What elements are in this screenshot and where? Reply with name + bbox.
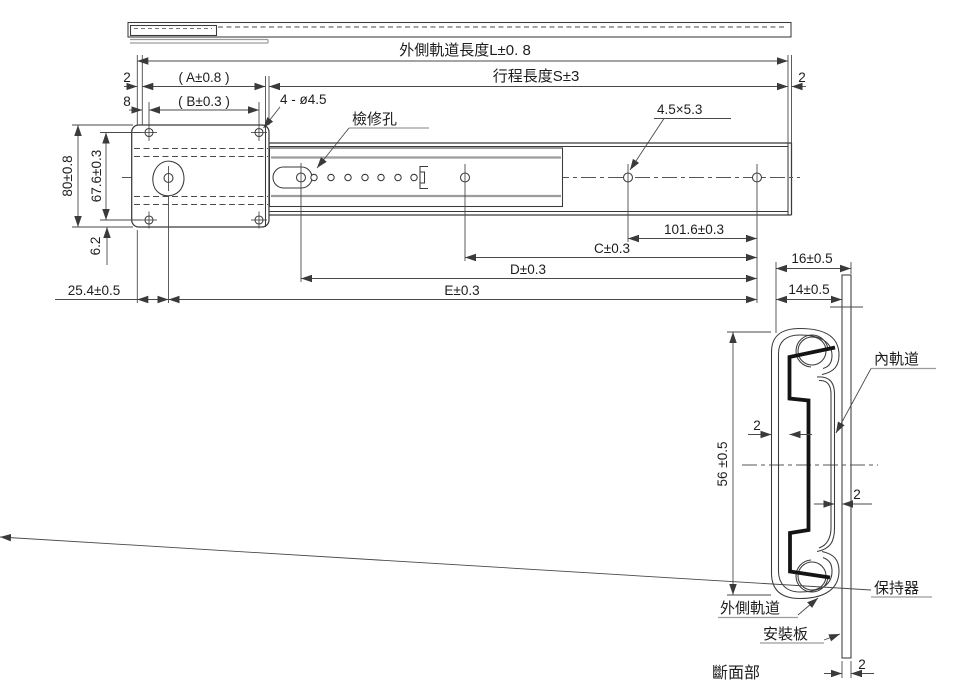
dim-e: E±0.3 [444, 283, 479, 298]
label-section-title: 斷面部 [712, 664, 760, 682]
access-slot [272, 166, 313, 189]
inner-rail-profile [816, 376, 836, 553]
label-inner-rail: 內軌道 [874, 351, 919, 368]
dim-pitch-101: 101.6±0.3 [664, 222, 724, 237]
dim-2-top: 2 [753, 418, 761, 433]
dim-25-4: 25.4±0.5 [68, 283, 120, 298]
detent-clip [419, 165, 428, 190]
front-view [122, 124, 800, 229]
outer-rail-profile [770, 327, 840, 600]
label-mounting-plate: 安裝板 [763, 625, 808, 643]
small-holes [310, 173, 418, 182]
bracket-holes [141, 124, 267, 229]
dim-b: ( B±0.3 ) [178, 94, 230, 109]
dim-c: C±0.3 [594, 241, 630, 256]
dim-16: 16±0.5 [791, 251, 832, 266]
callout-slot: 4.5×5.3 [657, 102, 702, 117]
top-strip-view [127, 21, 792, 44]
label-retainer: 保持器 [874, 580, 919, 597]
callout-holes: 4 - ø4.5 [280, 92, 327, 107]
dim-right-gap: 2 [798, 70, 806, 85]
mounting-plate [841, 274, 852, 659]
dim-2-plate: 2 [858, 657, 866, 672]
dim-2-inner: 2 [853, 487, 861, 502]
dim-d: D±0.3 [510, 262, 546, 277]
dim-hole-spacing-67: 67.6±0.3 [89, 150, 104, 202]
dim-14: 14±0.5 [788, 282, 829, 297]
section-view: 16±0.5 14±0.5 56 ±0.5 2 2 2 內軌道 保持器 外側軌道… [0, 251, 936, 682]
label-outer-rail: 外側軌道 [720, 600, 780, 617]
dim-stroke-length: 行程長度S±3 [493, 68, 580, 85]
front-view-dimensions: 外側軌道長度L±0. 8 ( A±0.8 ) 行程長度S±3 2 ( B±0.3… [55, 42, 806, 304]
retainer-profile [787, 345, 836, 580]
dim-a: ( A±0.8 ) [179, 70, 230, 85]
mounting-bracket [131, 124, 270, 229]
dim-height-80: 80±0.8 [60, 155, 75, 196]
dim-outer-rail-length: 外側軌道長度L±0. 8 [399, 42, 531, 59]
mounting-holes [459, 164, 763, 191]
dim-56: 56 ±0.5 [715, 442, 730, 487]
dim-left-gap: 2 [123, 70, 131, 85]
callout-access-hole: 檢修孔 [352, 111, 397, 128]
dim-8: 8 [123, 94, 131, 109]
dim-6-2: 6.2 [88, 237, 103, 256]
